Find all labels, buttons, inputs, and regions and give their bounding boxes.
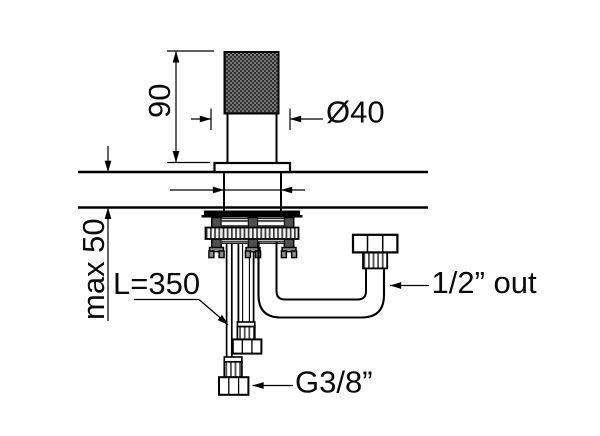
- hose-crimp-ribbed: [236, 325, 256, 341]
- arrowhead-right: [199, 115, 211, 123]
- outlet-pipe-outer-wall: [257, 242, 386, 319]
- arrowhead-diagonal: [217, 314, 229, 325]
- hose-length-label: L=350: [113, 266, 200, 301]
- diameter-dimension-label: Ø40: [326, 95, 385, 130]
- hex-nut: [231, 338, 263, 355]
- dim-deck-thickness: max 50: [76, 146, 112, 321]
- hose-crimp-ribbed: [223, 360, 243, 379]
- outlet-pipe-inner-wall: [275, 242, 367, 301]
- arrowhead-up: [104, 207, 112, 219]
- g38-hex-nut: [218, 376, 250, 396]
- leader-outlet: 1/2” out: [390, 265, 537, 300]
- supply-hose-middle-fitting: [231, 321, 263, 355]
- clamp-foot-right: [280, 246, 298, 259]
- arrowhead-left: [281, 186, 293, 194]
- deck-thickness-label: max 50: [76, 218, 111, 320]
- leader-hose-length: L=350: [113, 266, 229, 325]
- arrowhead-up: [172, 51, 180, 63]
- arrowhead-down: [104, 160, 112, 172]
- faucet-handle-knurled: [223, 51, 280, 115]
- base-flange: [213, 161, 292, 174]
- dim-hole-through-deck: [170, 186, 305, 194]
- dim-diameter-40: Ø40: [191, 95, 385, 130]
- outlet-crimp-ribbed: [362, 251, 389, 270]
- mounting-washer-plate: [204, 210, 300, 218]
- outlet-pipe: [257, 233, 399, 319]
- clamp-foot-left: [208, 246, 225, 259]
- inlet-label: G3/8”: [295, 365, 373, 400]
- outlet-hex-nut: [351, 233, 399, 254]
- knurled-lock-nut: [204, 226, 300, 240]
- mounting-hardware: [201, 210, 303, 359]
- height-dimension-label: 90: [142, 84, 177, 118]
- arrowhead-down: [172, 151, 180, 163]
- dim-height-90: 90: [142, 50, 214, 164]
- faucet-body: [226, 112, 278, 164]
- faucet-body-group: [213, 51, 292, 211]
- supply-hose-left-fitting: [218, 356, 250, 396]
- arrowhead-right: [212, 186, 224, 194]
- leader-inlet: G3/8”: [252, 365, 373, 400]
- outlet-label: 1/2” out: [432, 265, 538, 300]
